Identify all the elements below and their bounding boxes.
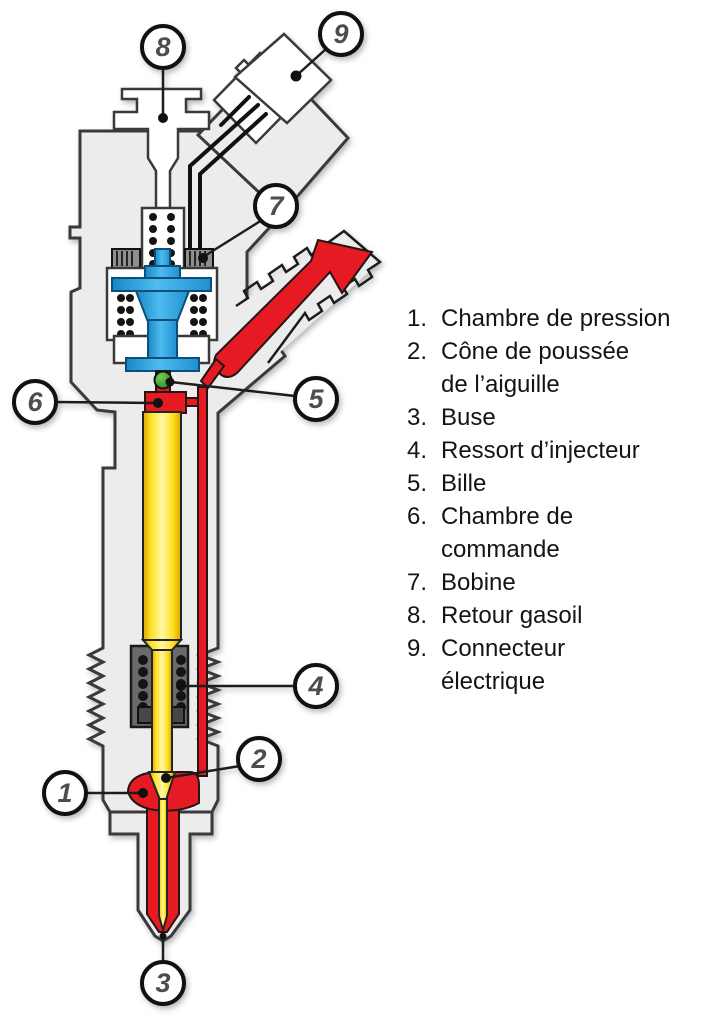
callout-2-number: 2 bbox=[250, 744, 266, 774]
callout-3-number: 3 bbox=[155, 968, 170, 998]
callout-leaders bbox=[54, 48, 327, 962]
callout-1-number: 1 bbox=[57, 778, 72, 808]
fuel-feed-channel bbox=[197, 386, 208, 777]
callout-9: 9 bbox=[318, 11, 364, 57]
legend-label: Bille bbox=[441, 470, 487, 497]
legend-num: 5. bbox=[407, 470, 428, 497]
legend-item-5: 5. Bille bbox=[407, 467, 699, 500]
legend-item-3: 3. Buse bbox=[407, 401, 699, 434]
legend: 1. Chambre de pression 2. Cône de poussé… bbox=[407, 302, 699, 698]
callout-3: 3 bbox=[140, 960, 186, 1006]
legend-item-9: 9. Connecteur électrique bbox=[407, 632, 699, 698]
legend-label-line2: électrique bbox=[441, 668, 546, 695]
legend-item-7: 7. Bobine bbox=[407, 566, 699, 599]
callout-1: 1 bbox=[42, 770, 88, 816]
legend-num: 7. bbox=[407, 569, 428, 596]
callout-6: 6 bbox=[12, 379, 58, 425]
electrical-connector-body bbox=[233, 32, 333, 125]
legend-label-line2: commande bbox=[441, 536, 560, 563]
legend-label: Retour gasoil bbox=[441, 602, 583, 629]
callout-5: 5 bbox=[293, 376, 339, 422]
legend-item-2: 2. Cône de poussée de l’aiguille bbox=[407, 335, 699, 401]
fuel-inlet-arm-threads bbox=[235, 229, 383, 364]
legend-label: Buse bbox=[441, 404, 496, 431]
legend-num: 3. bbox=[407, 404, 428, 431]
legend-num: 1. bbox=[407, 305, 428, 332]
valve-armature bbox=[111, 248, 212, 372]
legend-item-4: 4. Ressort d’injecteur bbox=[407, 434, 699, 467]
callout-9-number: 9 bbox=[333, 19, 348, 49]
legend-num: 2. bbox=[407, 338, 428, 365]
callout-7-number: 7 bbox=[268, 191, 285, 221]
control-chamber-throttle bbox=[185, 397, 199, 407]
injector-needle bbox=[140, 411, 184, 934]
connector-wire-1 bbox=[188, 103, 260, 252]
callout-6-number: 6 bbox=[27, 387, 43, 417]
callout-8: 8 bbox=[140, 24, 186, 70]
legend-item-6: 6. Chambre de commande bbox=[407, 500, 699, 566]
injector-spring bbox=[138, 655, 186, 712]
legend-label: Cône de poussée bbox=[441, 338, 630, 365]
callout-7: 7 bbox=[253, 183, 299, 229]
legend-label: Chambre de pression bbox=[441, 305, 671, 332]
legend-num: 9. bbox=[407, 635, 428, 662]
legend-num: 6. bbox=[407, 503, 428, 530]
legend-label: Connecteur bbox=[441, 635, 566, 662]
callout-2: 2 bbox=[236, 736, 282, 782]
legend-label: Chambre de bbox=[441, 503, 574, 530]
legend-label-line2: de l’aiguille bbox=[441, 371, 560, 398]
legend-item-1: 1. Chambre de pression bbox=[407, 302, 699, 335]
injector-figure: 1 2 3 4 5 6 7 8 bbox=[12, 11, 383, 1006]
legend-label: Ressort d’injecteur bbox=[441, 437, 640, 464]
callout-4: 4 bbox=[293, 663, 339, 709]
connector-pin bbox=[219, 95, 251, 127]
armature-springs bbox=[117, 294, 207, 338]
legend-item-8: 8. Retour gasoil bbox=[407, 599, 699, 632]
legend-num: 8. bbox=[407, 602, 428, 629]
connector-wire-2 bbox=[198, 112, 268, 252]
nozzle-tip-dot bbox=[159, 932, 167, 940]
legend-label: Bobine bbox=[441, 569, 516, 596]
callout-4-number: 4 bbox=[307, 671, 323, 701]
legend-num: 4. bbox=[407, 437, 428, 464]
callout-5-number: 5 bbox=[308, 384, 324, 414]
callout-8-number: 8 bbox=[155, 32, 170, 62]
